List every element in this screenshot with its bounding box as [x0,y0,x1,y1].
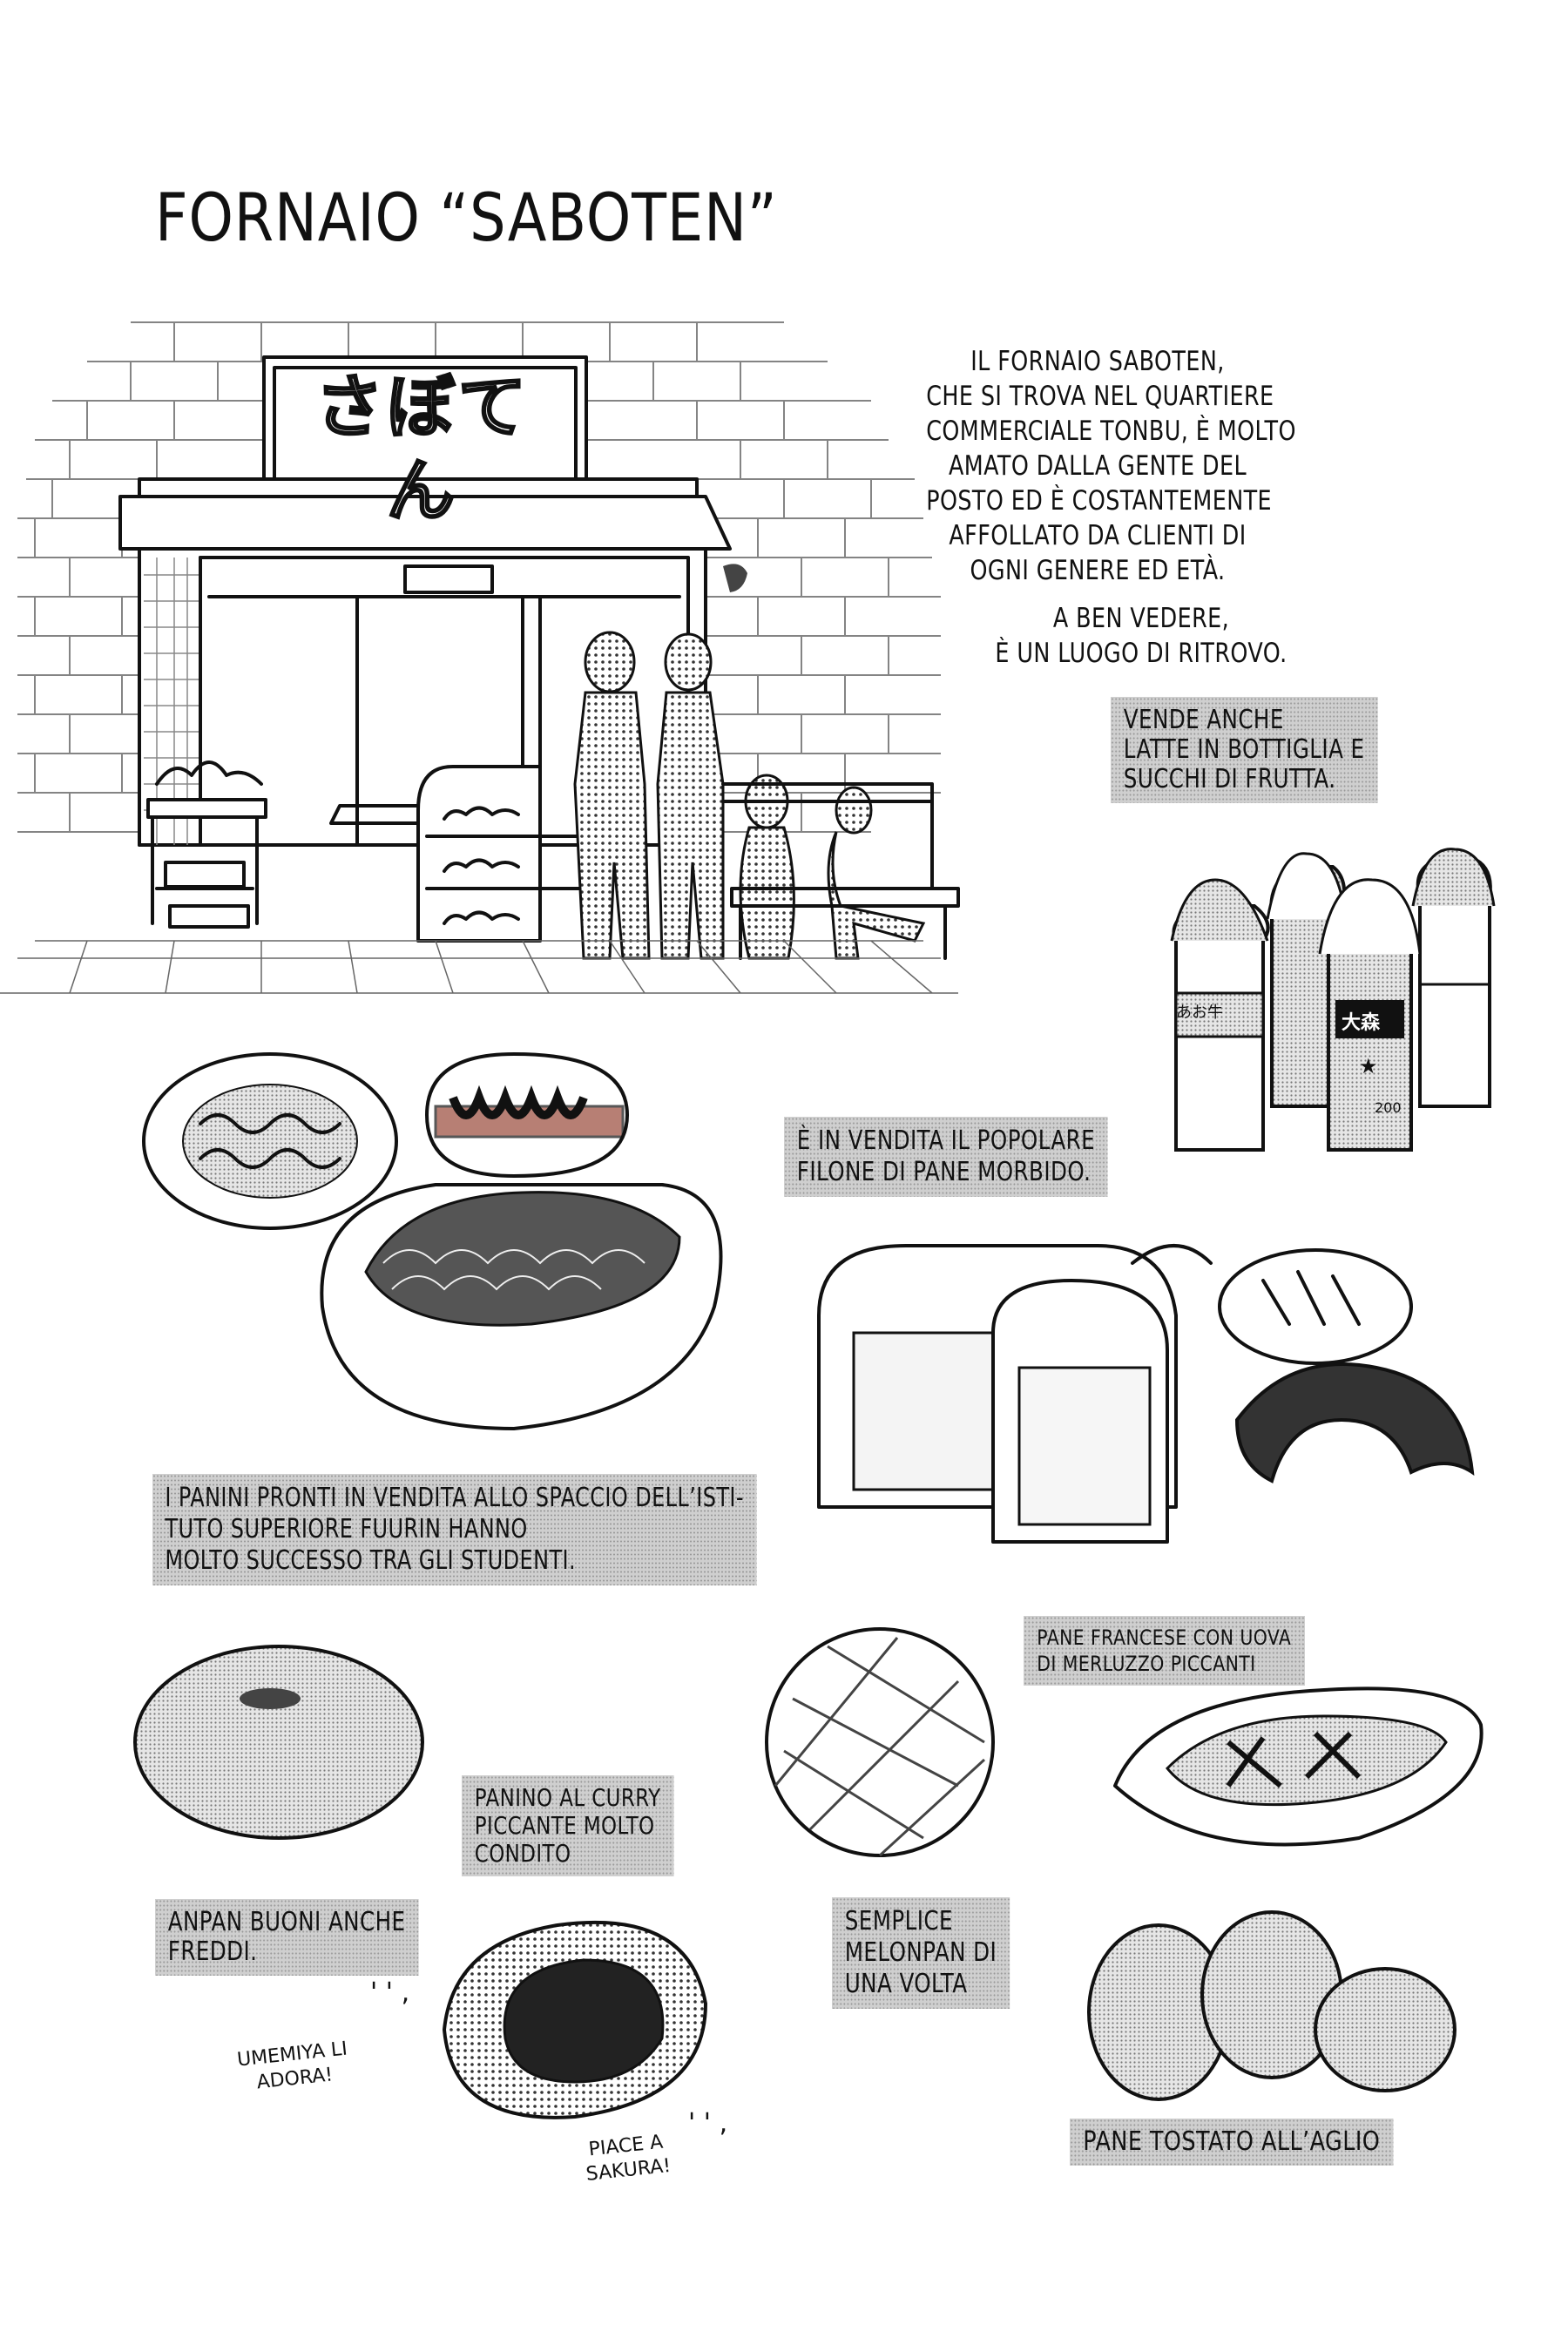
caption-anpan: ANPAN BUONI ANCHE FREDDI. [155,1899,419,1976]
narration-intro: IL FORNAIO SABOTEN, CHE SI TROVA NEL QUA… [926,346,1296,586]
motion-lines-right: ' ' , [688,2108,728,2139]
sfx-umemiya: UMEMIYA LI ADORA! [236,2038,348,2094]
garlic-toast-illustration [1087,1910,1456,2101]
bottle-label-center: 大森 [1342,1012,1381,1034]
savory-breads-illustration [142,1052,723,1430]
bottle-left [1170,878,1270,1152]
mentaiko-french-bread-illustration [1113,1686,1484,1847]
caption-mentaiko-bread: PANE FRANCESE CON UOVA DI MERLUZZO PICCA… [1024,1616,1305,1686]
bread-loaf [817,1244,1213,1544]
shop-sign: さぼてん [314,368,530,532]
bread-loaf-croissant-illustration [817,1244,1475,1544]
bottle-right [1411,848,1496,1108]
narration-meeting-place: A BEN VEDERE, È UN LUOGO DI RITROVO. [995,603,1288,669]
caption-school-panini: I PANINI PRONTI IN VENDITA ALLO SPACCIO … [152,1474,757,1585]
melonpan-illustration [765,1627,995,1857]
customers-group [573,631,926,960]
caption-bread-loaf: È IN VENDITA IL POPOLARE FILONE DI PANE … [784,1117,1108,1197]
star-icon: ★ [1359,1054,1378,1078]
caption-curry-bread: PANINO AL CURRY PICCANTE MOLTO CONDITO [462,1775,674,1876]
bakery-storefront-illustration [0,321,960,994]
sfx-sakura: PIACE A SAKURA! [585,2131,672,2186]
hot-dog-bun [425,1052,629,1178]
bottle-front-center [1318,878,1422,1152]
anpan-illustration [133,1645,424,1840]
caption-garlic-toast: PANE TOSTATO ALL’AGLIO [1070,2119,1394,2166]
bottle-price: 200 [1375,1099,1402,1116]
mayo-bun [142,1052,398,1230]
bread-cart [146,760,267,929]
caption-melonpan: SEMPLICE MELONPAN DI UNA VOLTA [832,1897,1010,2009]
bottle-label-left: あお牛 [1176,1004,1223,1022]
roll-bread [1218,1248,1413,1365]
milk-bottles-illustration [1170,848,1496,1152]
croissant [1234,1362,1475,1484]
page-title: FORNAIO “SABOTEN” [155,179,778,256]
curry-bread-illustration [442,1921,708,2119]
yakisoba-bread [320,1183,723,1430]
caption-drinks: VENDE ANCHE LATTE IN BOTTIGLIA E SUCCHI … [1111,697,1378,803]
motion-lines-left: ' ' , [370,1977,410,2008]
